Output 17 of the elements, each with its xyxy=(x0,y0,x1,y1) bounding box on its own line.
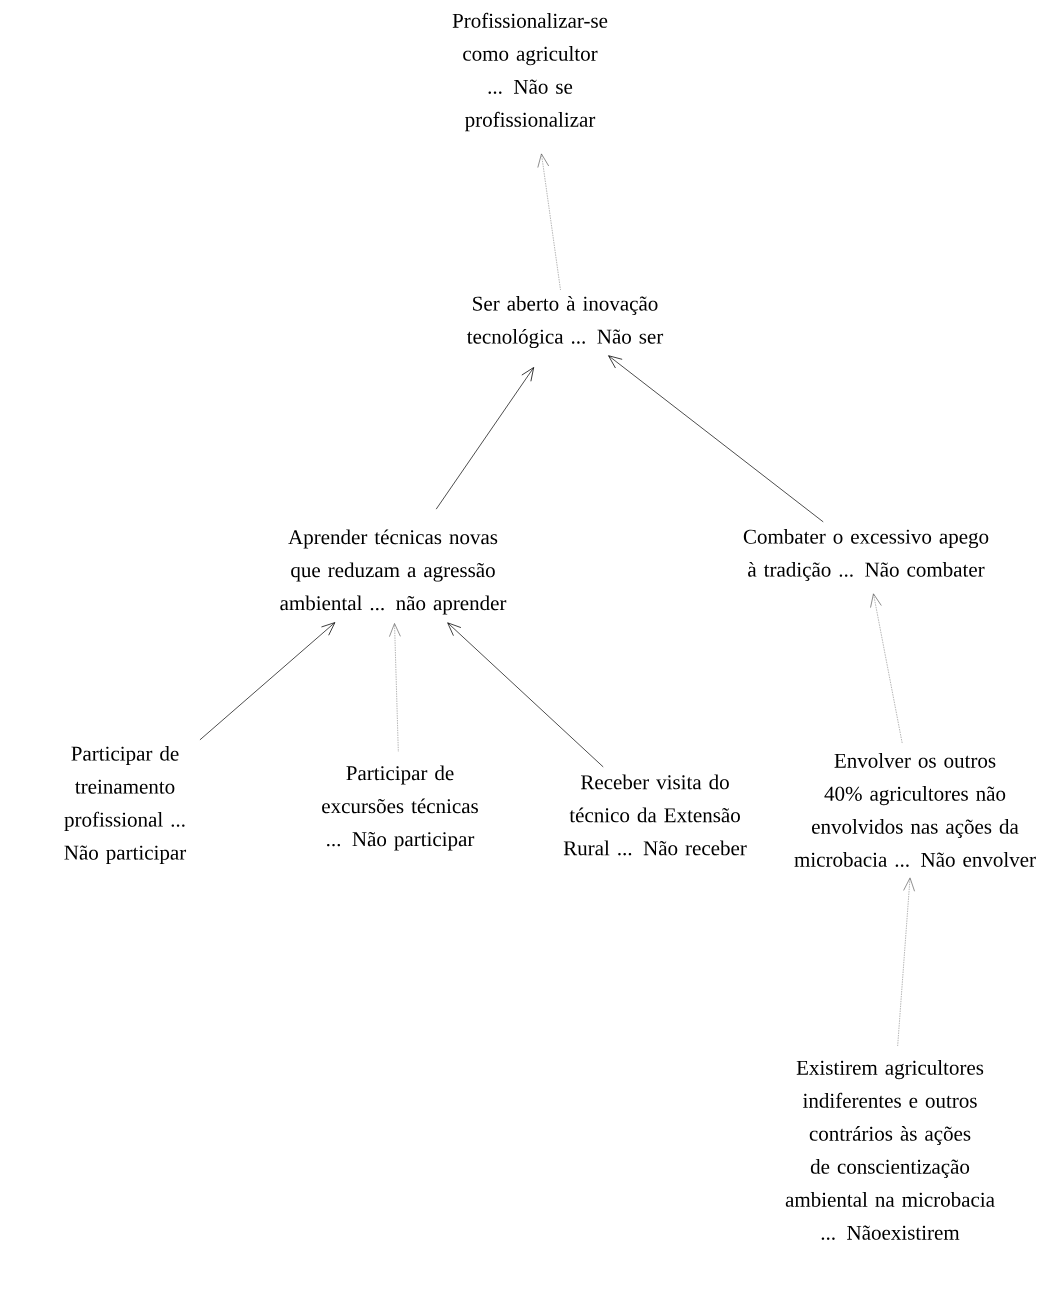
arrow xyxy=(537,153,561,291)
node-text: Participar de treinamento profissional ... Não participar xyxy=(64,746,187,865)
arrow xyxy=(447,622,604,768)
node-text: Existirem agricultores indiferentes e outros contrários às ações de conscientização ambiental na microbacia ... Nãoexistirem xyxy=(785,1060,995,1240)
node-text: Combater o excessivo apego à tradição ... Não combater xyxy=(743,529,989,582)
arrow xyxy=(199,622,336,741)
node-text: Ser aberto à inovação tecnológica ... Não ser xyxy=(466,295,664,349)
node-text: Receber visita do técnico da Extensão Rural ... Não receber xyxy=(563,774,747,856)
node-text: Envolver os outros 40% agricultores não envolvidos nas ações da microbacia ... Não envolver xyxy=(794,753,1036,867)
node-text: Participar de excursões técnicas ... Não participar xyxy=(322,765,478,851)
arrow xyxy=(608,355,824,523)
arrow xyxy=(897,877,915,1047)
arrow xyxy=(435,367,535,510)
arrow xyxy=(870,593,903,744)
node-text: Profissionalizar-se como agricultor ... Não se profissionalizar xyxy=(452,12,608,132)
arrow xyxy=(389,623,401,752)
node-text: Aprender técnicas novas que reduzam a agressão ambiental ... não aprender xyxy=(280,529,507,615)
